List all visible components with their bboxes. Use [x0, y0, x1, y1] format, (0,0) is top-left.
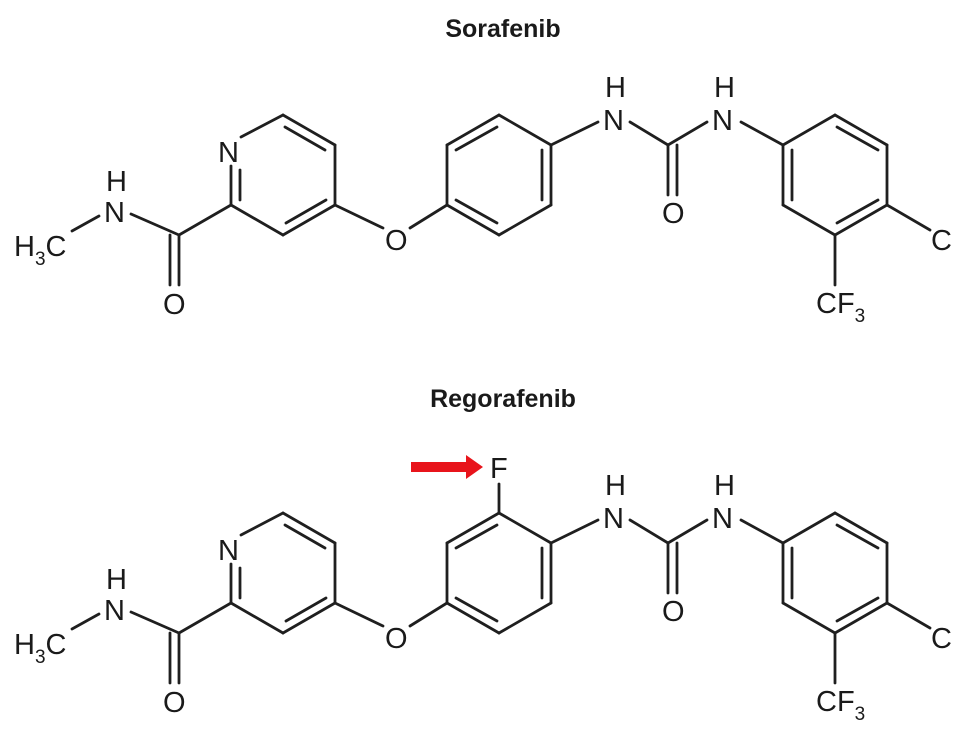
- pyridine-ring: [229, 511, 337, 635]
- urea-nh1-hydrogen-label: H: [605, 72, 626, 104]
- central-fluorobenzene-ring: [445, 482, 553, 635]
- molecule-title: Regorafenib: [430, 385, 576, 413]
- pyridine-ring: [229, 113, 337, 237]
- methyl-hydrogen-label: H3C: [14, 629, 66, 668]
- chloro-trifluoromethyl-phenyl-ring: [781, 113, 932, 287]
- right-arrow-icon: [411, 455, 483, 479]
- urea-linker: [549, 518, 785, 595]
- molecule-title: Sorafenib: [445, 15, 560, 43]
- amide-nh-nitrogen-label: N: [104, 595, 125, 627]
- methylamide-group: [70, 601, 233, 685]
- trifluoromethyl-label: CF3: [816, 686, 865, 725]
- central-benzene-ring: [445, 113, 553, 237]
- pyridine-nitrogen-label: N: [218, 535, 239, 567]
- urea-linker: [549, 120, 785, 197]
- amide-nh-nitrogen-label: N: [104, 197, 125, 229]
- pyridine-nitrogen-label: N: [218, 137, 239, 169]
- urea-nh1-nitrogen-label: N: [603, 105, 624, 137]
- trifluoromethyl-label: CF3: [816, 288, 865, 327]
- urea-nh2-nitrogen-label: N: [712, 503, 733, 535]
- urea-nh2-hydrogen-label: H: [714, 72, 735, 104]
- ether-link: [333, 601, 449, 628]
- ether-oxygen-label: O: [385, 225, 408, 257]
- chloro-label: C: [931, 225, 952, 257]
- urea-nh2-nitrogen-label: N: [712, 105, 733, 137]
- amide-oxygen-label: O: [163, 687, 186, 719]
- ether-oxygen-label: O: [385, 623, 408, 655]
- urea-oxygen-label: O: [662, 198, 685, 230]
- urea-nh2-hydrogen-label: H: [714, 470, 735, 502]
- amide-oxygen-label: O: [163, 289, 186, 321]
- urea-nh1-nitrogen-label: N: [603, 503, 624, 535]
- urea-oxygen-label: O: [662, 596, 685, 628]
- fluoro-label: F: [490, 453, 508, 485]
- sorafenib-structure: Sorafenib: [14, 15, 952, 327]
- urea-nh1-hydrogen-label: H: [605, 470, 626, 502]
- ether-link: [333, 203, 449, 230]
- methylamide-group: [70, 203, 233, 287]
- highlight-arrow-shape: [411, 455, 483, 479]
- chloro-label: C: [931, 623, 952, 655]
- amide-nh-hydrogen-label: H: [106, 564, 127, 596]
- chloro-trifluoromethyl-phenyl-ring: [781, 511, 932, 685]
- regorafenib-structure: Regorafenib: [14, 385, 952, 725]
- methyl-hydrogen-label: H3C: [14, 231, 66, 270]
- amide-nh-hydrogen-label: H: [106, 166, 127, 198]
